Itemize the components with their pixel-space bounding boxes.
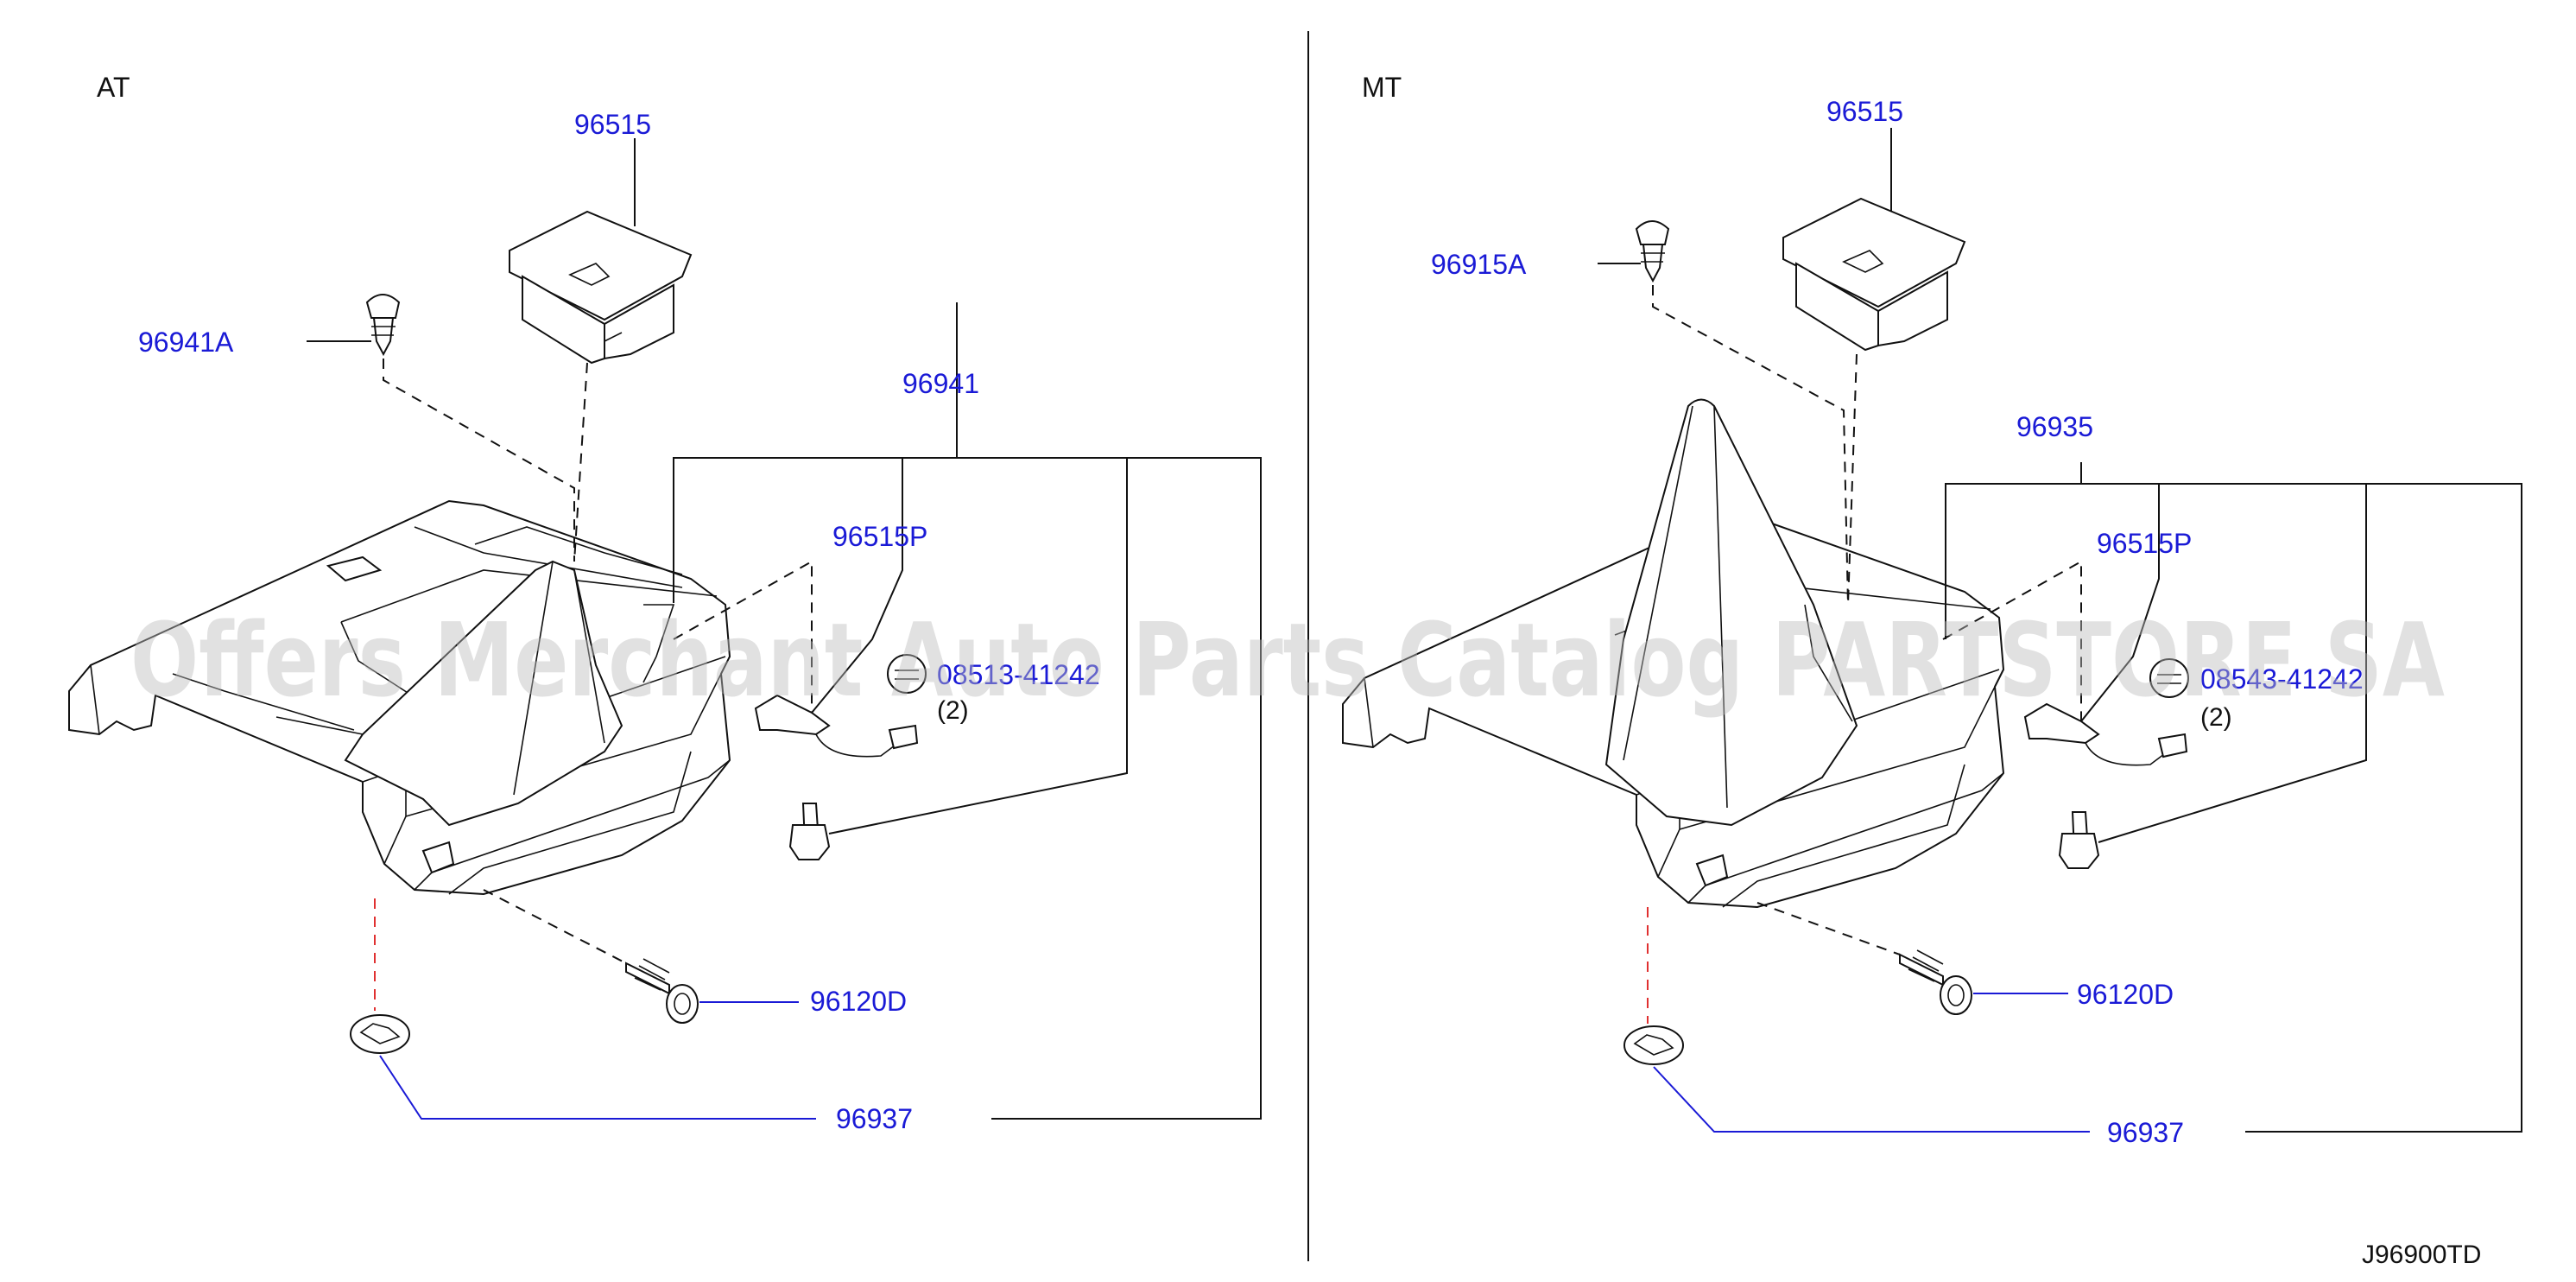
at-bolt-08513-41242 xyxy=(887,654,927,694)
at-dash-bezel xyxy=(573,362,588,562)
at-screw-96120D xyxy=(483,889,699,1024)
panel-title-mt: MT xyxy=(1362,72,1402,103)
mt-bracket-screw-drop xyxy=(2098,484,2367,843)
at-harness-96515P xyxy=(673,560,919,758)
at-console-body xyxy=(68,499,731,896)
at-clip-96941A xyxy=(365,294,575,562)
at-bracket-screw-drop xyxy=(828,458,1128,835)
at-label-96941A[interactable]: 96941A xyxy=(138,327,234,358)
mt-bracket-96515P-drop xyxy=(2080,484,2160,722)
mt-label-96515P[interactable]: 96515P xyxy=(2097,528,2192,559)
mt-label-bolt-code[interactable]: 08543-41242 xyxy=(2200,663,2364,695)
at-bracket-96941 xyxy=(673,457,1262,1120)
at-label-bolt-code[interactable]: 08513-41242 xyxy=(937,659,1100,690)
at-label-96120D[interactable]: 96120D xyxy=(810,986,907,1017)
mt-screw-96935 xyxy=(2058,811,2100,869)
mt-harness-96515P xyxy=(1942,560,2188,766)
at-label-96515P[interactable]: 96515P xyxy=(832,521,927,552)
mt-label-96935[interactable]: 96935 xyxy=(2016,411,2093,442)
mt-label-bolt-qty: (2) xyxy=(2200,703,2232,732)
mt-label-96915A[interactable]: 96915A xyxy=(1431,249,1527,280)
at-screw-96941 xyxy=(788,803,831,860)
diagram-code: J96900TD xyxy=(2362,1241,2481,1269)
mt-label-96937[interactable]: 96937 xyxy=(2107,1117,2184,1148)
mt-console-body xyxy=(1342,398,2005,909)
mt-label-96120D[interactable]: 96120D xyxy=(2077,979,2174,1010)
mt-label-96515[interactable]: 96515 xyxy=(1826,96,1903,127)
mt-dash-bezel xyxy=(1847,353,1858,606)
at-label-bolt-qty: (2) xyxy=(937,696,969,725)
mt-clip-96937 xyxy=(1623,907,1684,1065)
at-label-96937[interactable]: 96937 xyxy=(836,1103,913,1134)
at-label-96941[interactable]: 96941 xyxy=(902,368,979,399)
mt-leader-96937 xyxy=(1653,1066,2090,1133)
at-assembly: 96515 96941A 96941 96515P 08513-41242 (2… xyxy=(68,109,1262,1134)
at-clip-96937 xyxy=(350,898,410,1054)
at-leader-96937 xyxy=(379,1055,816,1120)
mt-bracket-96935 xyxy=(1945,483,2522,1133)
mt-clip-96915A xyxy=(1635,220,1849,606)
mt-bolt-08543-41242 xyxy=(2149,658,2189,698)
mt-screw-96120D xyxy=(1756,902,1972,1015)
mt-bezel-96515 xyxy=(1782,197,1966,352)
at-bracket-96515P-drop xyxy=(811,458,903,714)
at-bezel-96515 xyxy=(509,210,693,365)
panel-title-at: AT xyxy=(97,72,130,103)
watermark-text: Offers Merchant Auto Parts Catalog PARTS… xyxy=(130,600,2445,720)
mt-assembly: 96515 96915A 96935 96515P 08543-41242 (2… xyxy=(1342,96,2522,1148)
at-label-96515[interactable]: 96515 xyxy=(574,109,651,140)
